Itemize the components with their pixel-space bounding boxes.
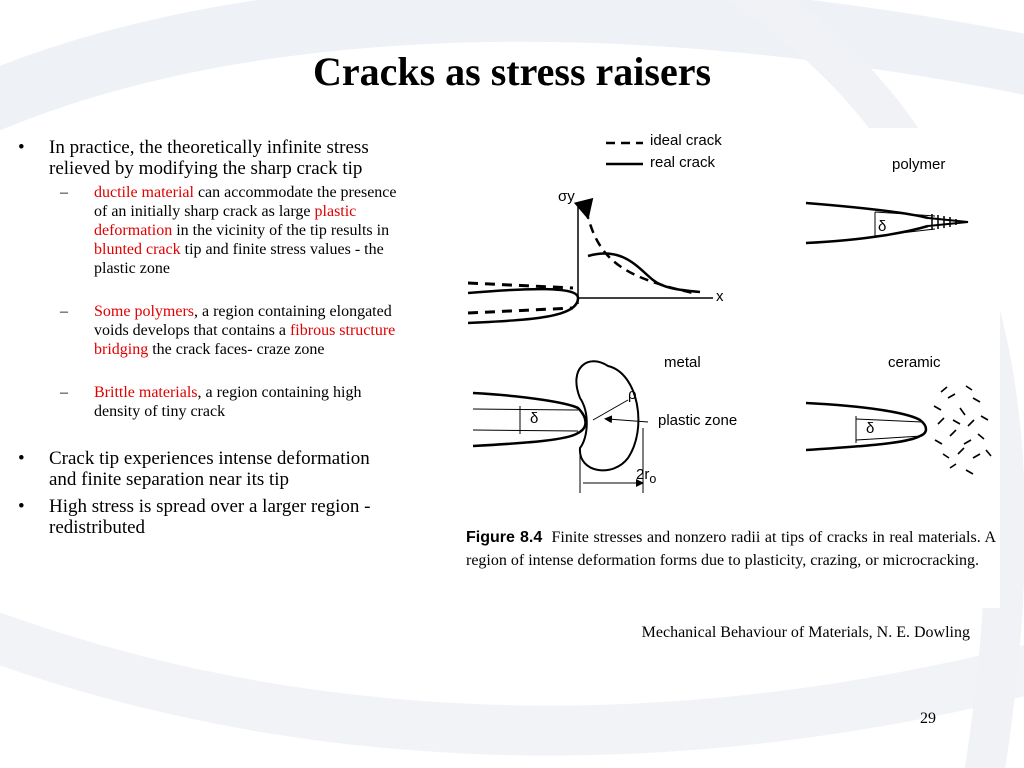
bullet-list: • In practice, the theoretically infinit… [18, 137, 398, 538]
polymer-label: polymer [892, 156, 946, 173]
sub-bullet-item: – ductile material can accommodate the p… [18, 183, 398, 278]
bullet-marker: • [18, 448, 25, 469]
plastic-zone-shape [575, 360, 640, 472]
slide-title: Cracks as stress raisers [312, 49, 712, 94]
sub-bullet-text: tip and finite stress values - the plast… [94, 241, 384, 277]
bullet-marker: • [18, 137, 25, 158]
highlight-term: fibrous structure bridging [94, 322, 396, 358]
ceramic-label: ceramic [888, 354, 941, 371]
axis-x-label: x [716, 288, 724, 305]
delta-label-ceramic: δ [866, 420, 875, 437]
figure-caption: Figure 8.4 Finite stresses and nonzero r… [466, 526, 996, 572]
plastic-zone-label: plastic zone [658, 412, 738, 429]
delta-label-polymer: δ [878, 218, 887, 235]
highlight-term: Some polymers [94, 303, 194, 320]
highlight-term: blunted crack [94, 241, 181, 258]
sub-bullet-text: , a region containing elongated voids de… [94, 303, 392, 339]
sub-bullet-item: – Brittle materials, a region containing… [18, 383, 398, 421]
crack-diagrams [467, 141, 992, 493]
sub-bullet-text: in the vicinity of the tip results in [172, 222, 390, 239]
source-citation: Mechanical Behaviour of Materials, N. E.… [641, 624, 970, 641]
highlight-term: Brittle materials [94, 384, 198, 401]
sub-bullet-text: , a region containing high density of ti… [94, 384, 362, 420]
figure-number: Figure 8.4 [466, 529, 543, 546]
crack-tip-figure: ideal crack real crack σy x polymer meta… [438, 128, 1000, 608]
axis-y-label: σy [558, 188, 575, 205]
sub-bullet-text: can accommodate the presence of an initi… [94, 184, 397, 220]
bullet-marker: • [18, 496, 25, 517]
rho-label: ρ [628, 386, 637, 403]
legend-real-label: real crack [650, 154, 716, 171]
legend-ideal-label: ideal crack [650, 132, 722, 149]
metal-label: metal [664, 354, 701, 371]
highlight-term: ductile material [94, 184, 194, 201]
sub-bullet-text: the crack faces- craze zone [148, 341, 325, 358]
highlight-term: plastic deformation [94, 203, 357, 239]
bullet-item: • Crack tip experiences intense deformat… [18, 448, 398, 490]
figure-caption-text: Finite stresses and nonzero radii at tip… [466, 529, 997, 569]
sub-bullet-marker: – [60, 184, 68, 201]
delta-label-metal: δ [530, 410, 539, 427]
sub-bullet-item: – Some polymers, a region containing elo… [18, 302, 398, 359]
plastic-radius-label: 2ro [636, 466, 657, 486]
bullet-item: • In practice, the theoretically infinit… [18, 137, 398, 179]
bullet-text: High stress is spread over a larger regi… [49, 496, 371, 538]
microcracks [933, 385, 992, 475]
sub-bullet-marker: – [60, 303, 68, 320]
bullet-text: In practice, the theoretically infinite … [49, 137, 369, 179]
page-number: 29 [920, 710, 936, 727]
sub-bullet-marker: – [60, 384, 68, 401]
bullet-text: Crack tip experiences intense deformatio… [49, 448, 370, 490]
bullet-item: • High stress is spread over a larger re… [18, 496, 398, 538]
